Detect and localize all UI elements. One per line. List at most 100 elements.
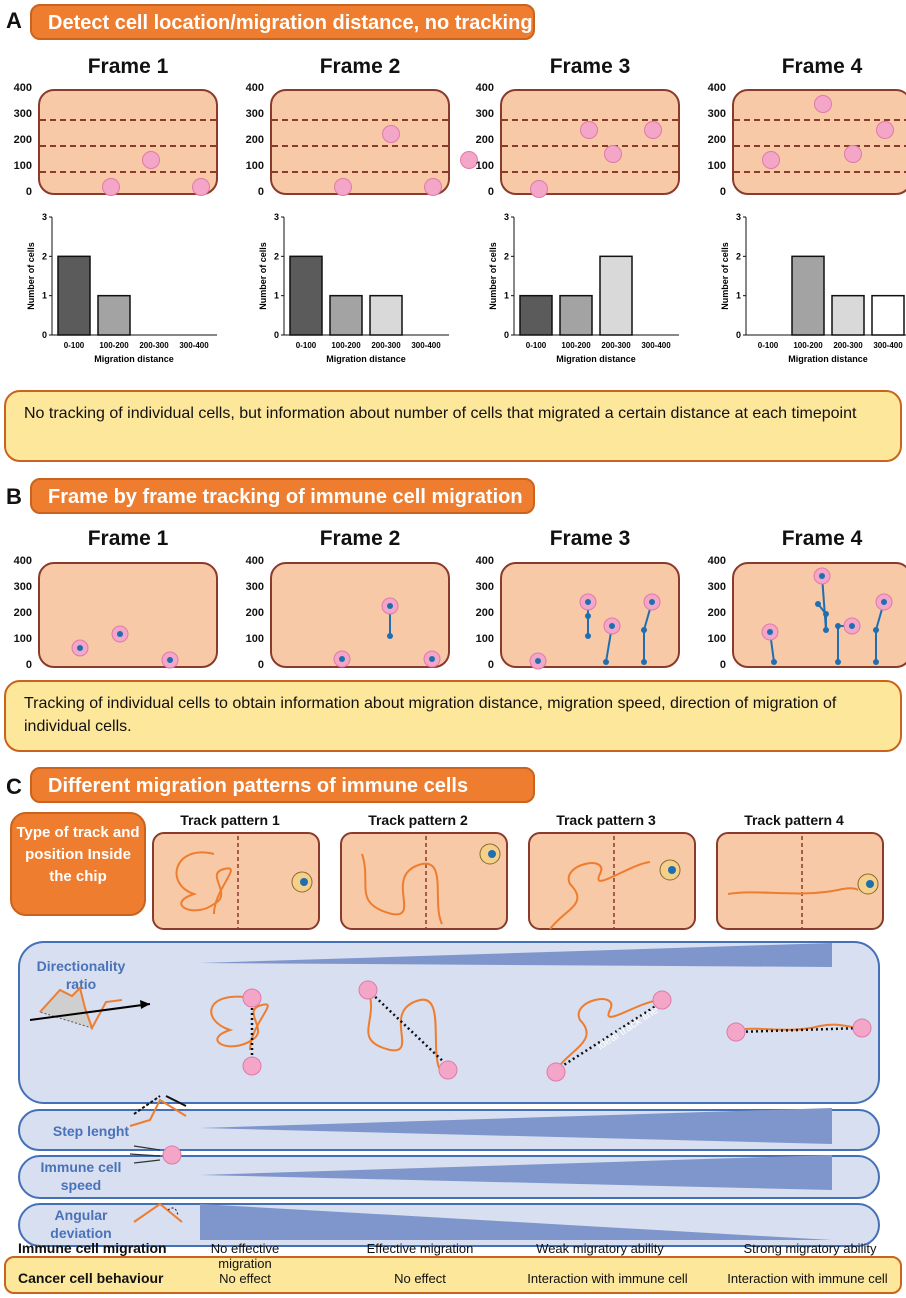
chart-y-tick: 2: [736, 251, 741, 261]
chart-x-label: Migration distance: [94, 354, 174, 364]
chip: [270, 89, 478, 196]
step-length-label: Step lenght: [52, 1123, 130, 1139]
tracked-point: [77, 645, 83, 651]
immune-cell-icon: [424, 178, 442, 196]
track-point: [873, 659, 879, 665]
tracked-point: [339, 656, 345, 662]
track-point: [835, 623, 841, 629]
y-tick: 200: [475, 607, 494, 619]
angular-label: Angular deviation: [50, 1207, 112, 1241]
y-tick: 0: [25, 659, 32, 671]
chart-y-tick: 1: [274, 291, 279, 301]
y-tick: 100: [475, 633, 494, 645]
chart-y-label: Number of cells: [258, 242, 268, 310]
immune-cell-icon: [334, 178, 352, 196]
tracked-point: [387, 603, 393, 609]
y-tick: 100: [707, 160, 726, 172]
tracked-point: [649, 599, 655, 605]
frame-title: Frame 3: [549, 55, 631, 78]
immune-cell-icon: [604, 145, 622, 163]
chart-y-tick: 1: [42, 291, 47, 301]
footer-row1-col1: No effective migration: [210, 1241, 280, 1271]
chip: [732, 562, 906, 668]
immune-cell-icon: [242, 1056, 262, 1076]
chip: [500, 89, 680, 198]
y-tick: 200: [245, 134, 264, 146]
y-tick: 0: [257, 186, 264, 198]
chart-category-label: 200-300: [371, 341, 401, 350]
tracked-point: [167, 657, 173, 663]
section-b-banner: Frame by frame tracking of immune cell m…: [30, 478, 535, 514]
directionality-example-icon: [29, 986, 151, 1031]
y-tick: 0: [719, 659, 726, 671]
chart-category-label: 200-300: [601, 341, 631, 350]
frame-title: Frame 4: [781, 55, 863, 78]
immune-cell-icon: [382, 125, 400, 143]
chart-x-label: Migration distance: [556, 354, 636, 364]
footer-row1-col2: Effective migration: [366, 1241, 474, 1256]
immune-cell-icon: [726, 1022, 746, 1042]
y-tick: 0: [487, 659, 494, 671]
track-icon-2: [367, 989, 441, 1071]
y-tick: 400: [707, 555, 726, 567]
frame-title: Frame 2: [319, 527, 401, 550]
immune-cell-icon: [876, 121, 894, 139]
track-pattern-graphic: [727, 836, 879, 930]
chip: [732, 89, 906, 195]
section-b-letter: B: [6, 484, 22, 509]
track-point: [641, 627, 647, 633]
track-pattern-box: [152, 832, 320, 930]
footer-box: [4, 1256, 902, 1294]
track-pattern-graphic: [549, 836, 681, 930]
footer-row2-col4: Interaction with immune cell: [727, 1271, 888, 1286]
footer-row1-col4: Strong migratory ability: [743, 1241, 877, 1256]
chart-y-tick: 3: [504, 212, 509, 222]
chip: [38, 89, 218, 196]
frame-title: Frame 3: [549, 527, 631, 550]
frame-title: Frame 1: [87, 527, 169, 550]
cancer-cell-nucleus: [668, 866, 676, 874]
track-point: [835, 659, 841, 665]
step-wedge: [200, 1108, 832, 1144]
tracked-point: [819, 573, 825, 579]
frame-title: Frame 1: [87, 55, 169, 78]
speed-lines-icon: [129, 1145, 161, 1164]
tracked-point: [609, 623, 615, 629]
track-point: [641, 659, 647, 665]
speed-label: Immune cell speed: [40, 1159, 122, 1193]
track-overlay: [761, 567, 893, 665]
track-overlay: [529, 593, 661, 670]
track-point: [387, 633, 393, 639]
chart-category-label: 300-400: [873, 341, 903, 350]
chart-category-label: 0-100: [64, 341, 85, 350]
y-tick: 100: [245, 160, 264, 172]
cancer-cell-nucleus: [866, 880, 874, 888]
y-tick: 300: [707, 108, 726, 120]
distance-line: [272, 171, 448, 173]
bar: [97, 294, 131, 336]
frame-title: Frame 4: [781, 527, 863, 550]
chart-category-label: 100-200: [793, 341, 823, 350]
chart-x-label: Migration distance: [788, 354, 868, 364]
directionality-label: Directionality ratio: [36, 958, 126, 992]
immune-cell-icon: [852, 1018, 872, 1038]
migration-track: [727, 887, 859, 895]
track-pattern-title: Track pattern 3: [556, 812, 656, 828]
y-tick: 200: [13, 607, 32, 619]
section-c-blue-graphics: ideal track line: [29, 943, 872, 1240]
chart-category-label: 200-300: [139, 341, 169, 350]
immune-cell-icon: [652, 990, 672, 1010]
distance-line: [502, 145, 678, 147]
chip: [270, 562, 450, 668]
section-a-letter: A: [6, 8, 22, 33]
distance-line: [734, 145, 906, 147]
migration-track: [549, 861, 651, 930]
immune-cell-icon: [102, 178, 120, 196]
y-tick: 200: [707, 607, 726, 619]
y-tick: 0: [487, 186, 494, 198]
immune-cell-icon: [644, 121, 662, 139]
ideal-line-3: [555, 1000, 663, 1072]
section-b-note: Tracking of individual cells to obtain i…: [4, 680, 902, 752]
y-tick: 400: [13, 555, 32, 567]
